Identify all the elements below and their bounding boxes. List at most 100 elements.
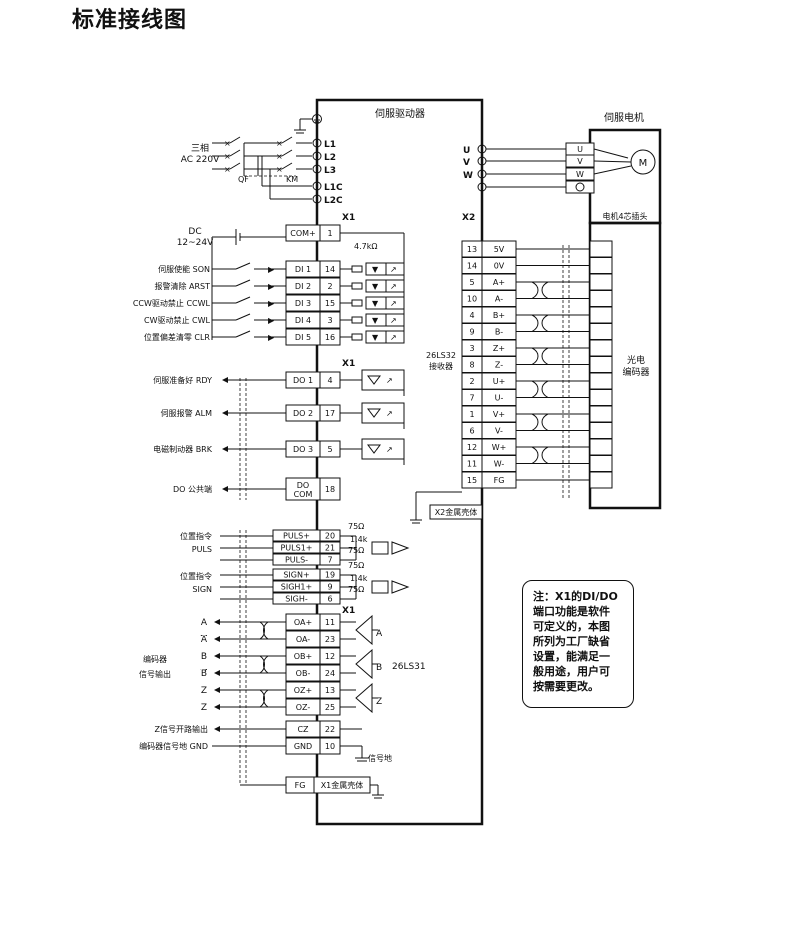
encout-left-label-1: A — [201, 618, 208, 628]
do-1-name: DO 1 — [293, 376, 313, 385]
encout-2-name: OA- — [296, 635, 310, 644]
terminal-label-l3: L3 — [324, 166, 336, 176]
di-phototransistor-icon: ↗ — [390, 316, 397, 325]
di-5-name: DI 5 — [295, 333, 311, 342]
x1-shell-label: X1金属壳体 — [321, 780, 364, 790]
uvw-label-v: V — [463, 158, 470, 168]
encoder-pin-slot — [589, 438, 613, 456]
do-2-pin: 17 — [325, 409, 335, 418]
x2-signal-name: Z+ — [493, 344, 505, 353]
do-3-pin: 5 — [327, 445, 332, 454]
x2-signal-name: B+ — [493, 311, 505, 320]
uvw-label-u: U — [463, 146, 470, 156]
line-driver-icon — [355, 614, 373, 646]
encout-2-pin: 23 — [325, 635, 335, 644]
driver-label: 伺服驱动器 — [375, 107, 425, 120]
line-driver-icon — [355, 682, 373, 714]
x2-pin-num: 2 — [469, 377, 474, 386]
x2-signal-name: 5V — [494, 245, 505, 254]
pulse-4-pin: 19 — [325, 571, 335, 580]
encout-5-name: OZ+ — [294, 686, 312, 695]
x2-signal-name: Z- — [495, 361, 503, 370]
pulse-5-pin: 9 — [327, 583, 332, 592]
encout-1-name: OA+ — [294, 618, 312, 627]
twisted-pair-icon — [259, 689, 265, 708]
receiver-chip-sub: 接收器 — [429, 361, 453, 371]
di-5-pin: 16 — [325, 333, 335, 342]
encout-group-label: 编码器 — [143, 654, 167, 664]
do-3-name: DO 3 — [293, 445, 313, 454]
gnd-name: GND — [294, 742, 312, 751]
encout-right-label-2: B — [376, 663, 382, 673]
ground-icon — [312, 114, 322, 124]
encout-group-label-2: 信号输出 — [139, 669, 171, 679]
encout-6-pin: 25 — [325, 703, 335, 712]
breaker-label: QF — [238, 175, 249, 184]
di-led-icon: ▼ — [372, 316, 379, 325]
do-4-name-2: COM — [294, 490, 313, 499]
di-resistor — [351, 282, 363, 290]
arrow-left-icon — [214, 687, 220, 693]
fg-name: FG — [295, 781, 306, 790]
encout-left-label-2: A — [201, 635, 208, 645]
terminal-label-l2c: L2C — [324, 196, 343, 206]
x2-signal-name: FG — [494, 476, 505, 485]
encoder-pin-slot — [589, 306, 613, 324]
x2-pin-num: 6 — [469, 427, 474, 436]
cz-name: CZ — [297, 725, 309, 734]
encoder-pin-slot — [589, 389, 613, 406]
x2-pin-num: 15 — [467, 476, 477, 485]
encout-3-name: OB+ — [294, 652, 313, 661]
x2-signal-name: A+ — [493, 278, 505, 287]
puls-label-2: PULS — [192, 545, 212, 554]
encoder-pin-slot — [589, 323, 613, 340]
motor-term-v: V — [577, 157, 583, 166]
di-arrow-icon: ▶ — [268, 333, 275, 342]
uvw-label-w: W — [463, 171, 473, 181]
encout-1-pin: 11 — [325, 618, 335, 627]
di-resistor — [351, 333, 363, 341]
note-line-3: 可定义的，本图 — [533, 620, 610, 633]
pulse-r1k-label: 1.4k — [350, 574, 368, 583]
terminal-l3 — [312, 164, 322, 174]
encout-left-label-4: B — [201, 669, 207, 679]
do-transistor-icon: ↗ — [386, 445, 393, 454]
arrow-left-icon — [214, 619, 220, 625]
encout-left-label-3: B — [201, 652, 207, 662]
x2-signal-name: W- — [494, 460, 505, 469]
twisted-pair-icon — [259, 621, 265, 640]
resistor-label: 4.7kΩ — [354, 242, 377, 251]
do-label-3: 电磁制动器 BRK — [153, 444, 213, 454]
encoder-pin-slot — [589, 455, 613, 472]
encoder-pin-slot — [589, 405, 613, 423]
gnd-label: 编码器信号地 GND — [139, 741, 208, 751]
twisted-pair-icon — [259, 655, 265, 674]
motor-connector-label: 电机4芯插头 — [602, 211, 647, 221]
x1-label-do: X1 — [342, 359, 355, 369]
di-1-name: DI 1 — [295, 265, 311, 274]
dc-label: DC — [188, 227, 201, 237]
motor-ground-icon — [575, 182, 585, 192]
dc-section: COM+1 — [211, 224, 404, 340]
x2-pin-num: 9 — [469, 328, 474, 337]
breaker-x-icon: × — [224, 152, 231, 161]
driver-box — [315, 98, 484, 826]
pulse-1-pin: 20 — [325, 532, 335, 541]
arrow-left-icon — [214, 636, 220, 642]
dc-voltage: 12~24V — [177, 238, 214, 248]
arrow-left-icon — [214, 670, 220, 676]
encoder-label: 光电 — [627, 354, 645, 366]
do-transistor-icon: ↗ — [386, 376, 393, 385]
terminal-l1c — [312, 181, 322, 191]
arrow-left-icon — [222, 377, 228, 383]
encout-5-pin: 13 — [325, 686, 335, 695]
pulse-6-pin: 6 — [327, 595, 332, 604]
x2-pin-num: 13 — [467, 245, 477, 254]
pulse-rows: 位置指令PULS位置指令SIGNPULS+20PULS1+21PULS-7SIG… — [180, 522, 410, 605]
encoder-output-rows: OA+11AOA-23AOB+12BOB-24BOZ+13ZOZ-25Z编码器信… — [139, 613, 426, 716]
x2-signal-name: V- — [495, 427, 503, 436]
arrow-left-icon — [214, 726, 220, 732]
terminal-l2 — [312, 151, 322, 161]
